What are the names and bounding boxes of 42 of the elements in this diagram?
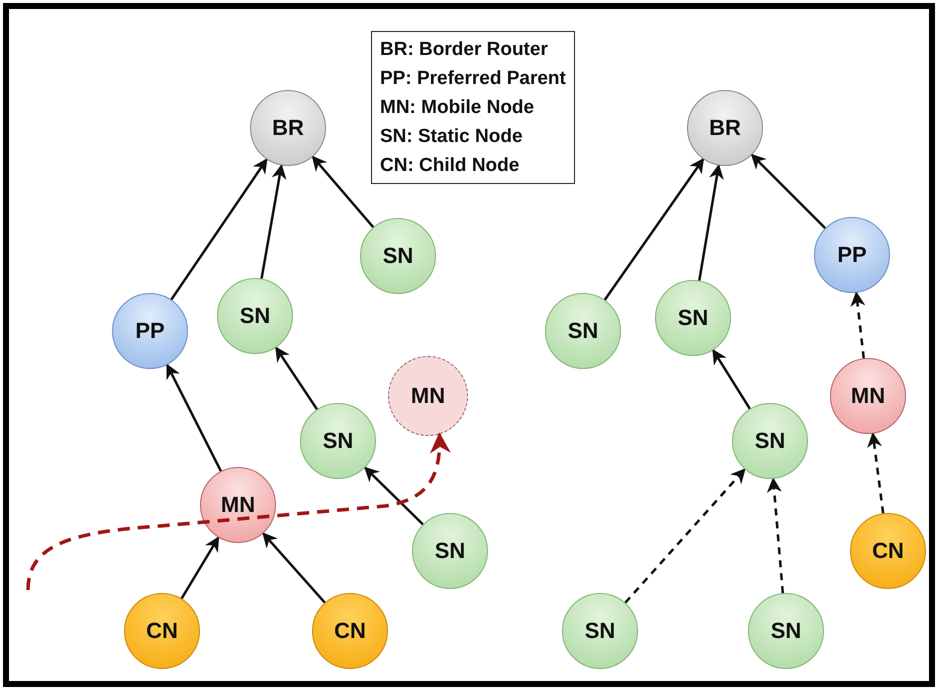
dashed-arrow: [766, 477, 784, 594]
dashed-arrow: [850, 291, 866, 358]
arrow: [262, 532, 326, 604]
legend-entry: MN: Mobile Node: [380, 96, 536, 120]
child-node-circle: CN: [850, 513, 926, 589]
parent-node-circle: PP: [112, 293, 188, 369]
legend-entry: PP: Preferred Parent: [380, 67, 566, 91]
static-node-circle: SN: [300, 403, 376, 479]
moved-node-circle: MN: [388, 356, 468, 436]
movement-path-arrow: [26, 432, 450, 590]
child-node-circle: CN: [124, 593, 200, 669]
arrow: [166, 364, 222, 472]
static-node-circle: SN: [562, 593, 638, 669]
arrow: [170, 158, 268, 300]
child-node-circle: CN: [312, 593, 388, 669]
arrow: [604, 158, 704, 301]
static-node-circle: SN: [545, 293, 621, 369]
static-node-circle: SN: [412, 513, 488, 589]
mobile-node-circle: MN: [830, 358, 906, 434]
arrow: [364, 466, 424, 526]
static-node-circle: SN: [732, 403, 808, 479]
static-node-circle: SN: [748, 593, 824, 669]
static-node-circle: SN: [217, 278, 293, 354]
router-circle: BR: [250, 90, 326, 166]
arrow: [698, 164, 724, 281]
legend-entry: BR: Border Router: [380, 38, 549, 62]
mobile-node-circle: MN: [200, 467, 276, 543]
static-node-circle: SN: [360, 218, 436, 294]
arrow: [750, 154, 826, 230]
router-circle: BR: [687, 90, 763, 166]
static-node-circle: SN: [655, 280, 731, 356]
legend-entry: CN: Child Node: [380, 154, 520, 178]
legend-box: [371, 31, 575, 184]
legend-entry: SN: Static Node: [380, 125, 524, 149]
arrow: [260, 164, 286, 279]
dashed-arrow: [867, 432, 884, 514]
dashed-arrow: [624, 468, 746, 604]
arrow: [274, 346, 318, 410]
arrow: [712, 348, 751, 410]
parent-node-circle: PP: [814, 217, 890, 293]
arrow: [180, 536, 220, 600]
arrow: [312, 156, 374, 228]
